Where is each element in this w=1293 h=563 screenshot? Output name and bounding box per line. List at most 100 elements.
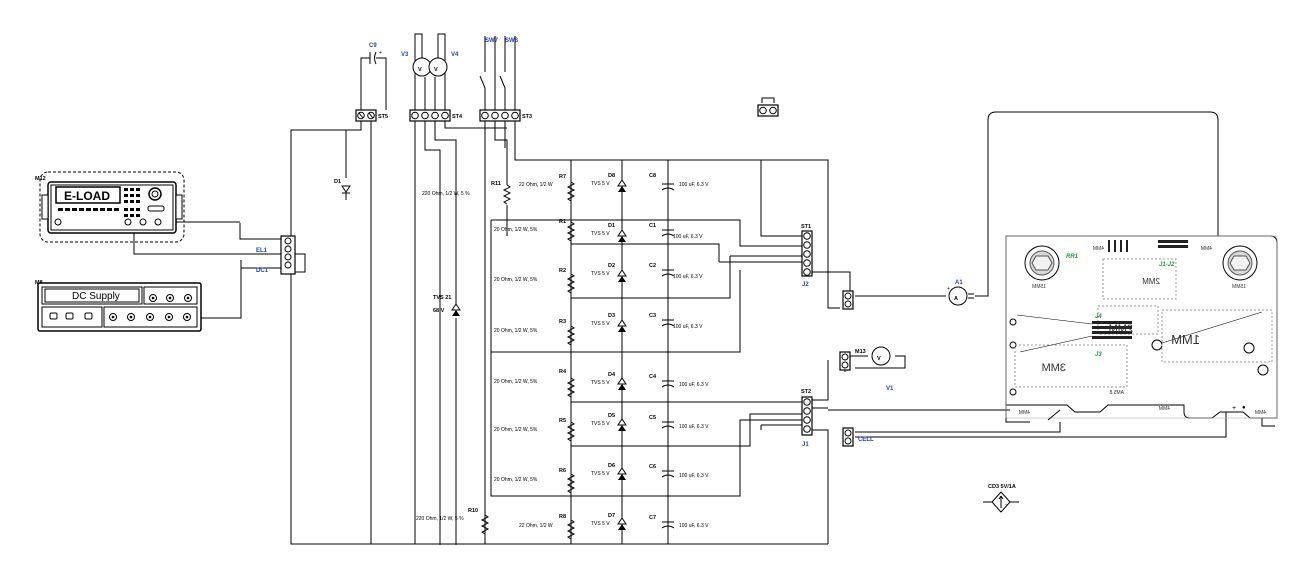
svg-text:C2: C2 [649, 263, 656, 269]
svg-text:D1: D1 [334, 179, 341, 185]
svg-text:C1: C1 [649, 223, 656, 229]
r11-resistor: R11 220 Ohm, 1/2 W, 5 % [422, 181, 512, 205]
svg-text:J1-J2: J1-J2 [1159, 262, 1175, 268]
svg-text:20 Ohm, 1/2 W, 5%: 20 Ohm, 1/2 W, 5% [494, 477, 538, 483]
svg-text:DC1: DC1 [256, 268, 269, 274]
svg-text:+: + [947, 286, 950, 292]
svg-text:68 V: 68 V [433, 308, 445, 314]
svg-text:220 Ohm, 1/2 W, 5 %: 220 Ohm, 1/2 W, 5 % [422, 191, 470, 197]
svg-text:+: + [1005, 503, 1007, 507]
svg-text:A1: A1 [955, 280, 963, 286]
svg-text:●: ● [1242, 405, 1246, 411]
svg-text:100 uF, 6.3 V: 100 uF, 6.3 V [679, 523, 709, 529]
svg-text:D2: D2 [608, 263, 615, 269]
capacitor-column: C8 100 uF, 6.3 V C1 100 uF, 6.3 V C2 100… [649, 173, 709, 529]
svg-text:22 Ohm, 1/2 W: 22 Ohm, 1/2 W [519, 523, 553, 529]
svg-text:D1: D1 [608, 223, 615, 229]
svg-text:C8: C8 [649, 173, 656, 179]
svg-text:TVS 21: TVS 21 [433, 295, 451, 301]
ammeter-terminal [842, 290, 854, 310]
m13-terminal: M13 [839, 349, 866, 371]
svg-text:15MM: 15MM [1032, 284, 1046, 290]
svg-text:AM5 8: AM5 8 [1109, 390, 1124, 396]
bms-board: 2MM 1MM 2MM 3MM 15MM 15MM 4MM 4MM 4MM 4M… [1005, 235, 1278, 427]
svg-text:4MM: 4MM [1255, 410, 1266, 416]
c9-capacitor: + C9 [360, 43, 387, 110]
svg-text:R10: R10 [468, 508, 478, 514]
m13-voltmeter: V V1 [871, 346, 894, 392]
sw7-sw8-switches: SW7 SW8 [479, 36, 519, 110]
eload-instrument: M12 E-LOAD [35, 171, 185, 243]
st4-terminal: ST4 [409, 109, 463, 122]
svg-text:C4: C4 [649, 374, 657, 380]
svg-text:2MM: 2MM [1142, 277, 1160, 286]
svg-text:V: V [434, 67, 438, 73]
svg-text:R8: R8 [559, 514, 566, 520]
svg-text:TVS 5 V: TVS 5 V [591, 471, 610, 477]
svg-text:22 Ohm, 1/2 W: 22 Ohm, 1/2 W [519, 182, 553, 188]
spare-terminal [757, 97, 779, 117]
st1-connector: ST1 J2 [801, 224, 813, 288]
svg-text:J4: J4 [1095, 314, 1102, 320]
svg-text:TVS 5 V: TVS 5 V [591, 521, 610, 527]
svg-text:TVS 5 V: TVS 5 V [591, 231, 610, 237]
svg-text:4MM: 4MM [1093, 246, 1104, 252]
svg-text:4MM: 4MM [1201, 246, 1212, 252]
resistor-column: R7 22 Ohm, 1/2 W R1 20 Ohm, 1/2 W, 5% R2… [494, 174, 576, 540]
svg-text:TVS 5 V: TVS 5 V [591, 380, 610, 386]
st4-label: ST4 [452, 114, 463, 120]
svg-text:M13: M13 [855, 349, 866, 355]
svg-text:R3: R3 [559, 319, 566, 325]
svg-text:TVS 5 V: TVS 5 V [591, 181, 610, 187]
dc-supply-display: DC Supply [72, 291, 120, 302]
svg-text:J3: J3 [1095, 352, 1102, 358]
d1-diode: D1 [334, 179, 351, 200]
sw8-label: SW8 [505, 38, 519, 44]
svg-text:ST2: ST2 [801, 389, 811, 395]
st5-label: ST5 [378, 114, 388, 120]
svg-text:20 Ohm, 1/2 W, 5%: 20 Ohm, 1/2 W, 5% [494, 427, 538, 433]
svg-text:R7: R7 [559, 174, 566, 180]
st5-terminal: ST5 [355, 109, 388, 122]
svg-text:15MM: 15MM [1232, 284, 1246, 290]
svg-text:CD3 5V/1A: CD3 5V/1A [988, 484, 1016, 490]
svg-text:C3: C3 [649, 313, 656, 319]
el1-dc1-terminals: EL1 DC1 [256, 235, 296, 275]
svg-text:R4: R4 [559, 369, 567, 375]
a1-ammeter: A + A1 [947, 280, 974, 306]
v3-v4-voltmeters: V V V3 V4 [401, 33, 459, 110]
svg-text:RR1: RR1 [1066, 254, 1079, 260]
svg-text:TVS 5 V: TVS 5 V [591, 321, 610, 327]
svg-text:J1: J1 [802, 442, 809, 448]
svg-text:20 Ohm, 1/2 W, 5%: 20 Ohm, 1/2 W, 5% [494, 227, 538, 233]
svg-text:20 Ohm, 1/2 W, 5%: 20 Ohm, 1/2 W, 5% [494, 328, 538, 334]
svg-text:R2: R2 [559, 268, 566, 274]
svg-text:D7: D7 [608, 513, 615, 519]
svg-text:20 Ohm, 1/2 W, 5%: 20 Ohm, 1/2 W, 5% [494, 379, 538, 385]
svg-text:ST1: ST1 [801, 224, 811, 230]
svg-text:V1: V1 [886, 386, 894, 392]
svg-text:20 Ohm, 1/2 W, 5%: 20 Ohm, 1/2 W, 5% [494, 277, 538, 283]
v3-label: V3 [401, 52, 409, 58]
svg-text:R6: R6 [559, 468, 566, 474]
st3-terminal: ST3 [479, 109, 532, 122]
svg-text:D3: D3 [608, 313, 615, 319]
svg-text:C7: C7 [649, 515, 656, 521]
svg-text:D6: D6 [608, 463, 615, 469]
svg-text:M12: M12 [35, 176, 46, 182]
svg-text:V: V [877, 356, 881, 362]
svg-text:A: A [954, 296, 958, 302]
svg-text:3MM: 3MM [1042, 362, 1066, 374]
svg-text:100 uF, 6.3 V: 100 uF, 6.3 V [679, 473, 709, 479]
svg-text:4MM: 4MM [1019, 410, 1030, 416]
svg-text:100 uF, 6.3 V: 100 uF, 6.3 V [679, 182, 709, 188]
tvs-diode-column: D8 TVS 5 V D1 TVS 5 V D2 TVS 5 V D3 TVS … [591, 173, 627, 530]
svg-text:R1: R1 [559, 219, 566, 225]
v4-label: V4 [451, 52, 459, 58]
cell-terminal: CELL [842, 427, 874, 447]
svg-text:C6: C6 [649, 464, 656, 470]
cd3-source: + CD3 5V/1A [983, 484, 1019, 513]
wiring [133, 111, 1227, 545]
svg-text:CELL: CELL [858, 437, 874, 443]
